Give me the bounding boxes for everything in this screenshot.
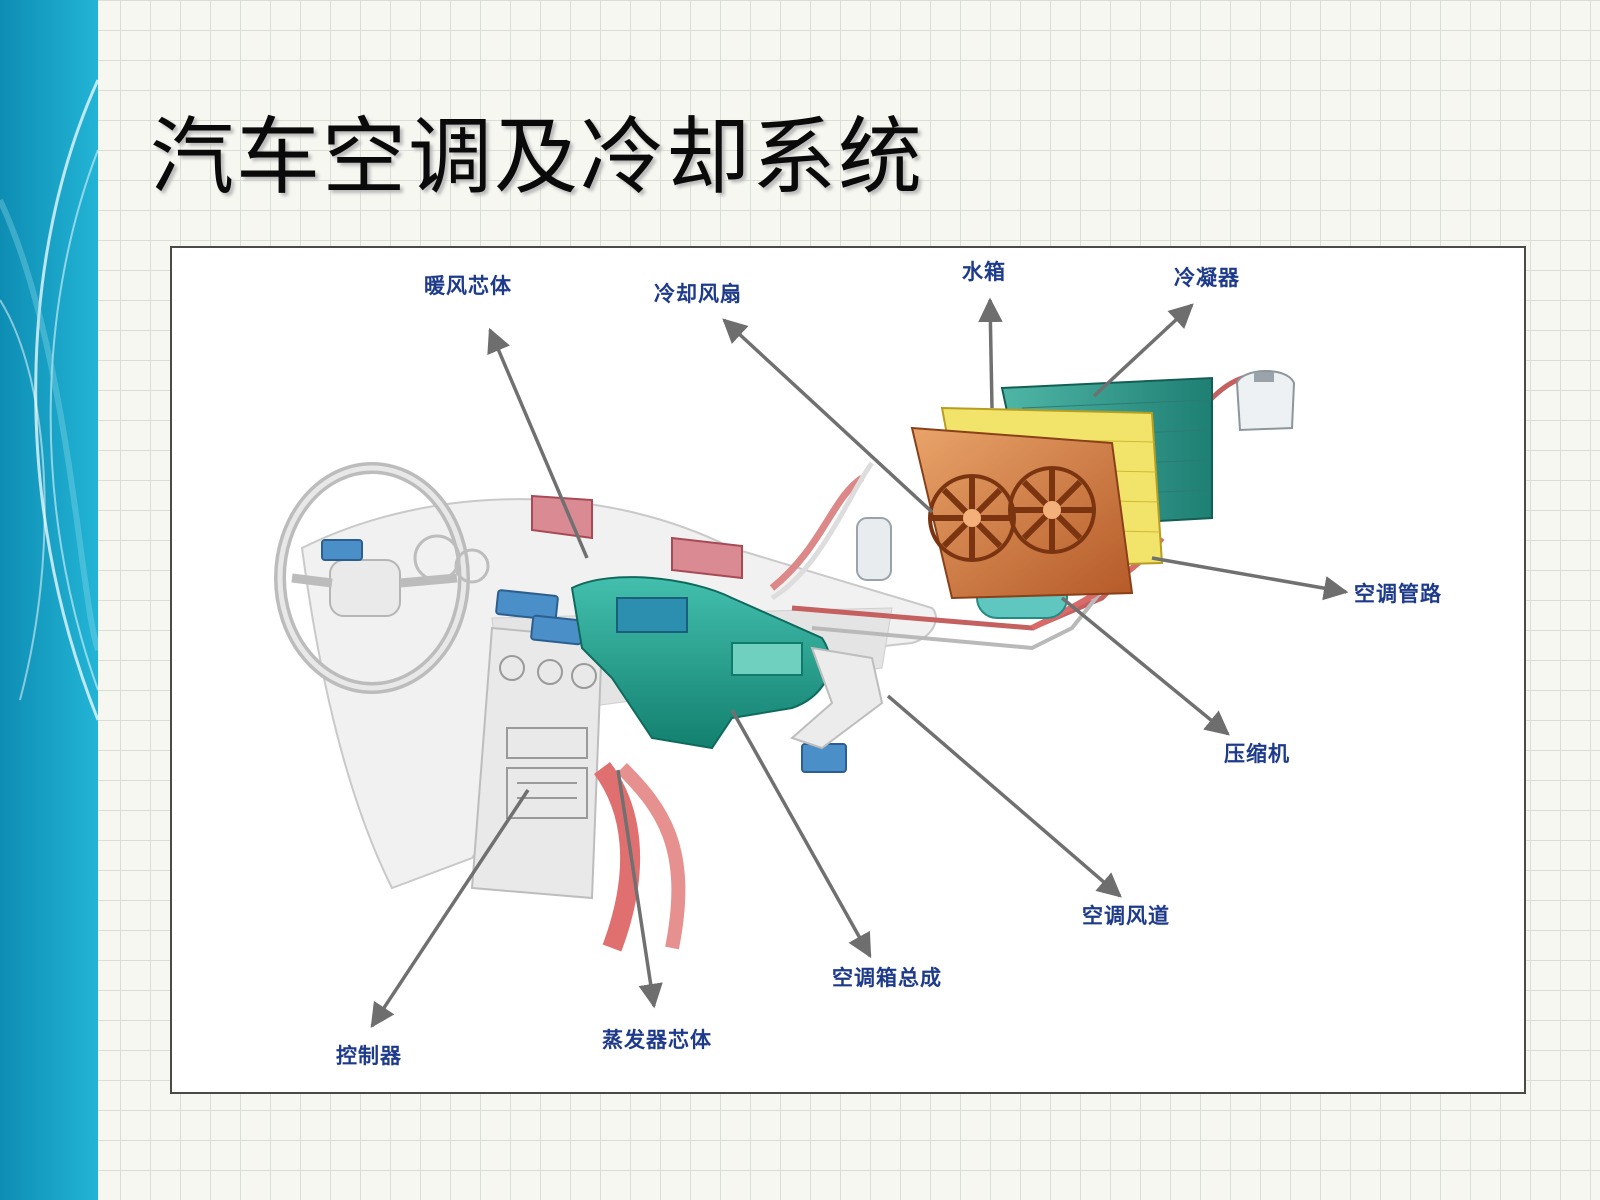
label-heater-core: 暖风芯体 bbox=[424, 274, 512, 298]
label-ac-pipes: 空调管路 bbox=[1354, 582, 1442, 606]
label-evaporator-core: 蒸发器芯体 bbox=[602, 1028, 712, 1052]
label-ac-box-assembly: 空调箱总成 bbox=[832, 966, 942, 990]
label-compressor: 压缩机 bbox=[1224, 742, 1290, 766]
label-cooling-fan: 冷却风扇 bbox=[654, 282, 742, 306]
sidebar-decoration bbox=[0, 0, 98, 1200]
slide-title: 汽车空调及冷却系统 bbox=[150, 108, 925, 206]
label-condenser: 冷凝器 bbox=[1174, 266, 1240, 290]
label-ac-duct: 空调风道 bbox=[1082, 904, 1170, 928]
label-radiator: 水箱 bbox=[962, 260, 1006, 284]
label-controller: 控制器 bbox=[336, 1044, 402, 1068]
diagram-frame: 暖风芯体 冷却风扇 水箱 冷凝器 空调管路 压缩机 空调风道 空调箱总成 蒸发器… bbox=[170, 246, 1526, 1094]
car-hvac-illustration bbox=[274, 297, 1349, 1029]
